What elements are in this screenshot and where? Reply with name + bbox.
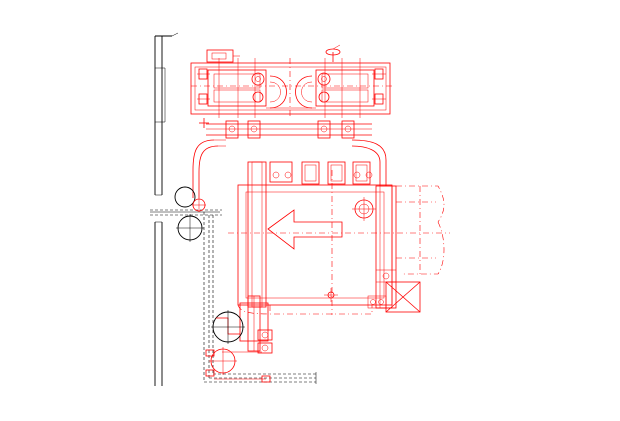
drive-unit-right	[315, 68, 386, 107]
transfer-beam	[206, 120, 372, 139]
drive-unit-left	[197, 68, 267, 107]
right-curved-chute	[351, 139, 387, 186]
lower-left-conveyor	[222, 295, 273, 354]
crosshair-icon	[199, 118, 209, 128]
pulley-icon	[174, 186, 206, 242]
discharge-hood	[396, 185, 445, 275]
arrow-left-icon	[267, 209, 343, 250]
top-drive-frame	[190, 58, 392, 118]
crosshair-icon	[324, 288, 338, 302]
building-wall	[154, 32, 179, 386]
tensioner-details	[205, 349, 271, 383]
motor-icon	[206, 49, 240, 63]
left-curved-chute	[192, 139, 226, 198]
inspection-port	[352, 197, 376, 221]
floor-opening-outline	[150, 209, 317, 384]
return-loops	[266, 75, 316, 109]
handwheel-icon	[325, 44, 341, 62]
gearbox-icon	[367, 281, 421, 313]
pulley-icon	[209, 310, 245, 375]
machine-body	[228, 161, 450, 315]
